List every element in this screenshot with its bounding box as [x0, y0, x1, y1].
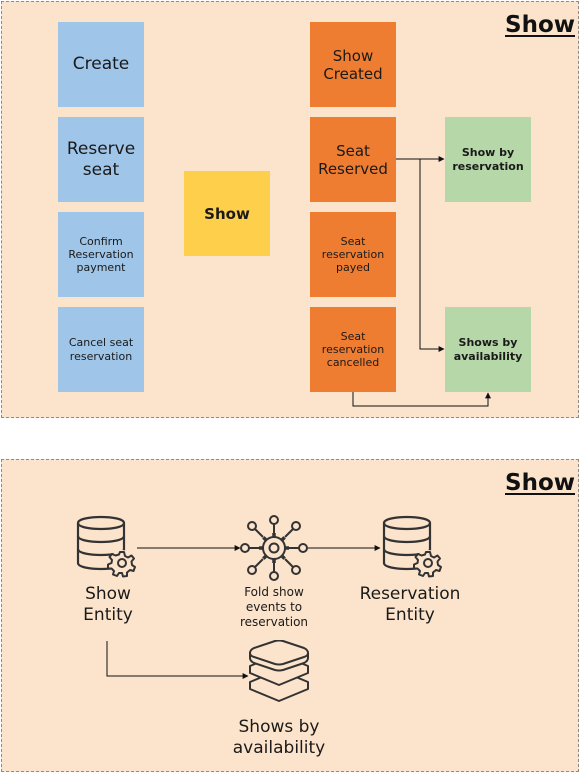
fold-label: Fold show events to reservation — [239, 585, 309, 629]
event-seat-reserved: Seat Reserved — [310, 117, 396, 202]
stacked-layers-icon — [249, 640, 309, 702]
database-gear-icon — [382, 515, 442, 578]
projection-show-by-reservation: Show by reservation — [445, 117, 531, 202]
event-show-created: Show Created — [310, 22, 396, 107]
show-entity-label: Show Entity — [83, 584, 133, 626]
event-seat-reservation-cancelled: Seat reservation cancelled — [310, 307, 396, 392]
command-create: Create — [58, 22, 144, 107]
network-hub-icon — [240, 515, 308, 581]
command-cancel-seat-reservation: Cancel seat reservation — [58, 307, 144, 392]
process-panel — [1, 459, 579, 772]
command-reserve-seat: Reserve seat — [58, 117, 144, 202]
reservation-entity-label: Reservation Entity — [359, 584, 461, 626]
event-seat-reservation-payed: Seat reservation payed — [310, 212, 396, 297]
shows-by-availability-label: Shows by availability — [232, 717, 326, 759]
database-gear-icon — [76, 515, 136, 578]
command-confirm-reservation-payment: Confirm Reservation payment — [58, 212, 144, 297]
panel-title: Show — [505, 470, 575, 496]
projection-shows-by-availability: Shows by availability — [445, 307, 531, 392]
aggregate-show: Show — [184, 171, 270, 256]
panel-title: Show — [505, 12, 575, 38]
